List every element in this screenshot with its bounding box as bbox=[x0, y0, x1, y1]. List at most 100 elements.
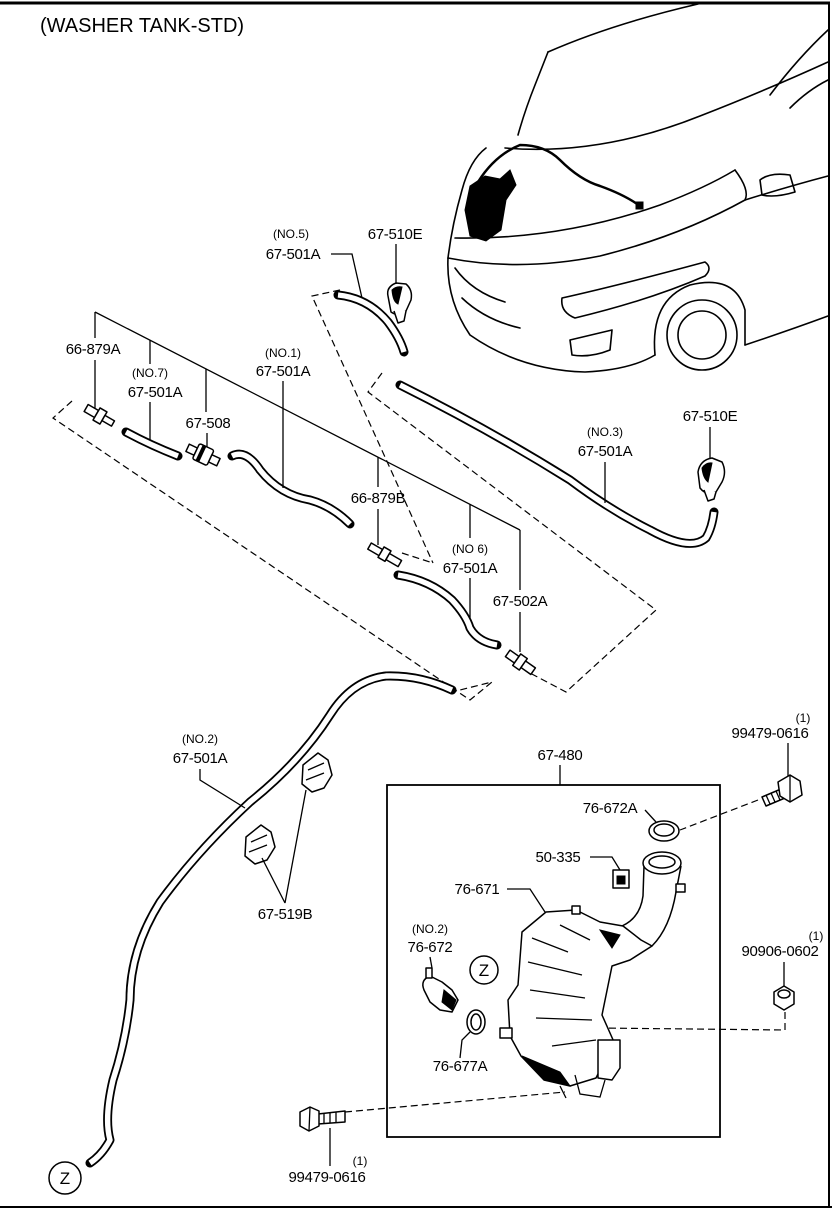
tank-neck-nub bbox=[675, 883, 686, 893]
vehicle-front-fascia bbox=[447, 257, 656, 373]
dashed-guide-no5-end bbox=[401, 552, 434, 564]
dashed-guide-bolt-upper bbox=[679, 799, 759, 831]
tank-shading bbox=[521, 929, 621, 1087]
callout-labels: (NO.5) 67-501A 67-510E 66-879A (NO.7) 67… bbox=[66, 226, 824, 1186]
label-bolt-upper-part: 99479-0616 bbox=[731, 725, 808, 742]
dashed-guide-no3 bbox=[367, 372, 657, 693]
tank-top-tab bbox=[571, 905, 581, 915]
reference-marker-hose: Z bbox=[48, 1161, 82, 1195]
label-valve-part: 67-508 bbox=[186, 415, 231, 432]
label-bolt-lower-part: 99479-0616 bbox=[288, 1169, 365, 1186]
label-hose-no1-part: 67-501A bbox=[256, 363, 311, 380]
label-cap-part: 76-672A bbox=[583, 800, 638, 817]
vehicle-headlight bbox=[560, 261, 710, 319]
vehicle-wheel-arch bbox=[653, 281, 746, 356]
label-tank-part: 76-671 bbox=[455, 881, 500, 898]
label-hose-no5-qualifier: (NO.5) bbox=[273, 227, 309, 241]
vehicle-hood-crease bbox=[454, 169, 736, 239]
leader-hose-no5 bbox=[331, 253, 363, 299]
pump-grommet bbox=[466, 1009, 486, 1035]
reference-marker-label: Z bbox=[60, 1169, 70, 1188]
label-hose-no3-part: 67-501A bbox=[578, 443, 633, 460]
label-connector-b-part: 66-879B bbox=[351, 490, 406, 507]
leader-tank bbox=[507, 888, 546, 913]
vehicle-fog-lamp bbox=[569, 329, 613, 357]
level-sensor bbox=[612, 869, 630, 889]
label-hose-no2-qualifier: (NO.2) bbox=[182, 732, 218, 746]
label-sensor-part: 50-335 bbox=[536, 849, 581, 866]
group-ticks bbox=[94, 312, 521, 590]
label-pump-part: 76-672 bbox=[408, 939, 453, 956]
label-hose-no2-part: 67-501A bbox=[173, 750, 228, 767]
label-grommet-part: 76-677A bbox=[433, 1058, 488, 1075]
label-nut-quantity: (1) bbox=[809, 929, 824, 943]
label-clip-part: 67-519B bbox=[258, 906, 313, 923]
vehicle-washer-tank-location bbox=[464, 169, 517, 242]
label-hose-no7-part: 67-501A bbox=[128, 384, 183, 401]
connector-a bbox=[83, 403, 116, 427]
group-diagonal bbox=[94, 311, 521, 531]
tank-bottom-bracket bbox=[559, 1074, 606, 1099]
label-hose-no7-qualifier: (NO.7) bbox=[132, 366, 168, 380]
vehicle-wheel bbox=[666, 299, 738, 371]
label-tank-assembly-part: 67-480 bbox=[538, 747, 583, 764]
washer-nozzle-right bbox=[697, 457, 726, 502]
washer-pump bbox=[422, 967, 459, 1013]
nut bbox=[773, 985, 795, 1011]
tank-ribs bbox=[527, 924, 597, 1047]
dashed-guide-lower bbox=[52, 400, 493, 701]
hose-no1 bbox=[232, 454, 350, 524]
hose-clip-lower bbox=[244, 824, 276, 865]
vehicle-fender-upper bbox=[734, 169, 748, 201]
leader-sensor bbox=[590, 856, 621, 871]
label-hose-no5-part: 67-501A bbox=[266, 246, 321, 263]
dashed-guides bbox=[52, 289, 786, 1113]
vehicle-wheel-rim bbox=[677, 310, 727, 360]
washer-tank bbox=[499, 851, 686, 1099]
callout-group-line bbox=[94, 311, 521, 590]
bolt-lower-shaft bbox=[317, 1110, 346, 1125]
leader-clips bbox=[261, 789, 307, 904]
label-hose-no6-qualifier: (NO 6) bbox=[452, 542, 488, 556]
vehicle-a-pillar-left bbox=[517, 51, 549, 136]
dashed-guide-nut bbox=[597, 1012, 786, 1031]
leader-hose-no2 bbox=[199, 769, 246, 809]
reference-marker-circle bbox=[48, 1161, 82, 1195]
connector-b bbox=[367, 542, 403, 568]
vehicle-grille bbox=[454, 267, 521, 329]
filler-cap bbox=[648, 820, 680, 842]
reference-marker-label: Z bbox=[479, 961, 489, 980]
bolt-lower bbox=[299, 1106, 346, 1132]
leader-cap bbox=[644, 809, 657, 823]
connector-c bbox=[504, 649, 537, 676]
bolt-upper bbox=[761, 774, 803, 807]
dashed-guide-no5 bbox=[311, 289, 434, 564]
label-hose-no3-qualifier: (NO.3) bbox=[587, 425, 623, 439]
vehicle-outline bbox=[447, 3, 829, 373]
check-valve bbox=[185, 443, 221, 467]
tank-side-tab bbox=[499, 1027, 513, 1039]
label-bolt-upper-quantity: (1) bbox=[796, 711, 811, 725]
hose-no3 bbox=[400, 385, 714, 543]
vehicle-roof-edge bbox=[547, 3, 699, 53]
label-connector-c-part: 67-502A bbox=[493, 593, 548, 610]
vehicle-hood-front bbox=[447, 199, 746, 266]
reference-marker-circle bbox=[469, 955, 499, 985]
label-hose-no6-part: 67-501A bbox=[443, 560, 498, 577]
hose-no7 bbox=[126, 432, 178, 456]
leader-pump bbox=[429, 956, 433, 969]
vehicle-fender-line bbox=[744, 175, 829, 201]
tank-mount-bracket bbox=[597, 1039, 621, 1081]
washer-nozzle-upper bbox=[386, 282, 413, 324]
vehicle-windshield-base bbox=[504, 61, 829, 151]
vehicle-side-lower bbox=[744, 315, 829, 346]
vehicle-washer-harness bbox=[476, 143, 641, 208]
leader-lines bbox=[94, 244, 789, 1166]
tank-assembly-box bbox=[386, 784, 721, 1138]
vehicle-harness-connector bbox=[635, 201, 644, 210]
vehicle-side-window bbox=[789, 79, 829, 109]
label-nozzle-right-part: 67-510E bbox=[683, 408, 738, 425]
label-nut-part: 90906-0602 bbox=[741, 943, 818, 960]
hose-clip-upper bbox=[301, 752, 333, 793]
